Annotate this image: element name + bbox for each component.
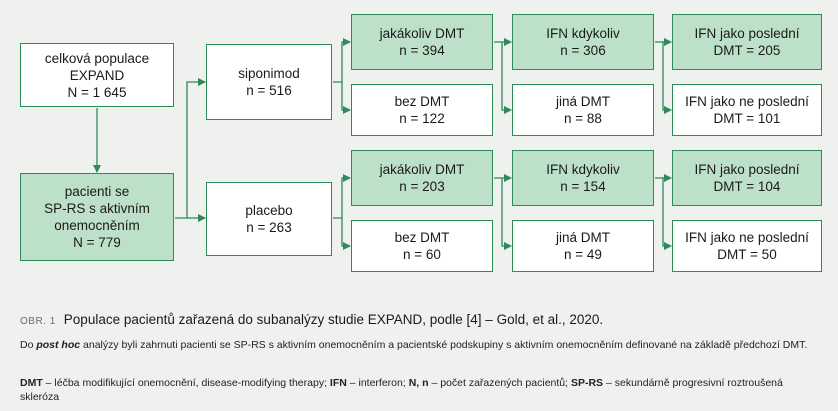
box-siponimod-no-dmt: bez DMT n = 122 — [351, 84, 493, 136]
box-siponimod-other-dmt: jiná DMT n = 88 — [512, 84, 654, 136]
box-siponimod-any-dmt: jakákoliv DMT n = 394 — [351, 14, 493, 70]
connector-lines — [93, 38, 672, 250]
abbreviations-note: DMT – léčba modifikující onemocnění, dis… — [20, 377, 783, 403]
box-placebo-ifn-not-last: IFN jako ne poslední DMT = 50 — [672, 220, 822, 272]
box-sprs-active: pacienti se SP-RS s aktivním onemocněním… — [20, 173, 174, 261]
figure-label: OBR. 1 — [20, 316, 56, 327]
box-siponimod-ifn-last: IFN jako poslední DMT = 205 — [672, 14, 822, 70]
box-placebo-any-dmt: jakákoliv DMT n = 203 — [351, 150, 493, 206]
flow-diagram: celková populace EXPAND N = 1 645 pacien… — [20, 14, 822, 272]
box-placebo-no-dmt: bez DMT n = 60 — [351, 220, 493, 272]
figure-caption: OBR. 1 Populace pacientů zařazená do suba… — [20, 312, 820, 327]
figure-title: Populace pacientů zařazená do subanalýzy… — [63, 312, 604, 327]
post-hoc-term: post hoc — [36, 339, 81, 351]
box-placebo-other-dmt: jiná DMT n = 49 — [512, 220, 654, 272]
box-siponimod-ifn-not-last: IFN jako ne poslední DMT = 101 — [672, 84, 822, 136]
box-total-population: celková populace EXPAND N = 1 645 — [20, 43, 174, 107]
box-placebo-ifn-last: IFN jako poslední DMT = 104 — [672, 150, 822, 206]
box-siponimod-ifn-ever: IFN kdykoliv n = 306 — [512, 14, 654, 70]
box-placebo: placebo n = 263 — [206, 182, 332, 256]
analysis-note: Do post hoc analýzy byli zahrnuti pacien… — [20, 339, 808, 351]
box-siponimod: siponimod n = 516 — [206, 44, 332, 120]
box-placebo-ifn-ever: IFN kdykoliv n = 154 — [512, 150, 654, 206]
